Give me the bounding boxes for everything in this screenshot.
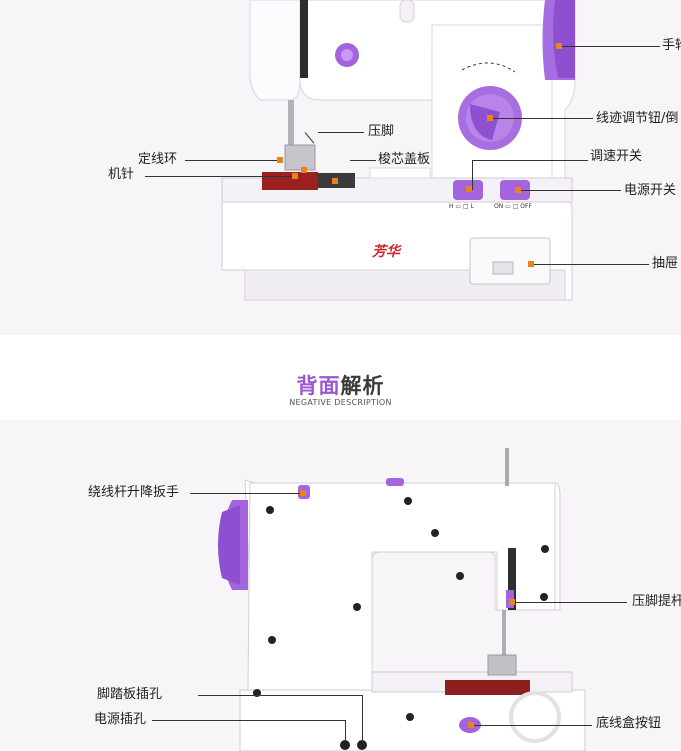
label-thread-ring: 定线环	[138, 152, 178, 167]
marker-dot	[332, 178, 338, 184]
section-heading: 背面解析 NEGATIVE DESCRIPTION	[0, 370, 681, 407]
leader-line	[345, 720, 346, 742]
leader-line	[534, 264, 649, 265]
leader-line	[562, 46, 660, 47]
marker-dot	[468, 722, 474, 728]
heading-accent: 背面	[296, 374, 341, 398]
leader-line	[318, 132, 364, 133]
leader-line	[198, 695, 362, 696]
heading-subtitle: NEGATIVE DESCRIPTION	[289, 398, 392, 407]
label-needle: 机针	[108, 167, 135, 182]
label-bobbin-cover: 梭芯盖板	[378, 152, 431, 167]
leader-line	[521, 190, 621, 191]
label-handwheel: 手轮	[662, 38, 681, 53]
label-drawer: 抽屉	[652, 256, 679, 271]
leader-line	[350, 160, 376, 161]
heading-rest: 解析	[340, 374, 385, 398]
leader-line	[474, 725, 592, 726]
power-switch-marks: ON ▭ □ OFF	[494, 203, 532, 210]
leader-line	[493, 118, 593, 119]
leader-line	[472, 160, 588, 161]
label-power-socket: 电源插孔	[94, 712, 147, 727]
marker-dot	[277, 157, 283, 163]
marker-dot	[528, 261, 534, 267]
leader-line	[185, 160, 277, 161]
leader-line	[152, 720, 345, 721]
leader-line	[472, 160, 473, 190]
label-winder-lever: 绕线杆升降扳手	[88, 485, 180, 500]
marker-dot	[487, 115, 493, 121]
front-machine	[221, 0, 576, 301]
label-bobbin-button: 底线盒按钮	[596, 716, 662, 731]
label-foot-lifter: 压脚提杆	[632, 594, 681, 609]
label-speed-switch: 调速开关	[590, 149, 643, 164]
marker-dot	[466, 186, 472, 192]
label-presser-foot: 压脚	[368, 124, 395, 139]
marker-dot	[300, 490, 306, 496]
brand-logo: 芳华	[372, 244, 400, 260]
marker-dot	[292, 173, 298, 179]
leader-line	[145, 176, 292, 177]
leader-line	[190, 493, 300, 494]
marker-dot	[509, 599, 515, 605]
marker-dot	[556, 43, 562, 49]
marker-dot	[515, 187, 521, 193]
label-power-switch: 电源开关	[624, 183, 677, 198]
label-pedal-socket: 脚踏板插孔	[97, 687, 163, 702]
label-stitch-dial: 线迹调节钮/倒	[596, 111, 679, 126]
leader-line	[515, 602, 627, 603]
speed-switch-marks: H ▭ □ L	[449, 203, 474, 210]
marker-dot	[301, 167, 307, 173]
leader-line	[362, 695, 363, 743]
